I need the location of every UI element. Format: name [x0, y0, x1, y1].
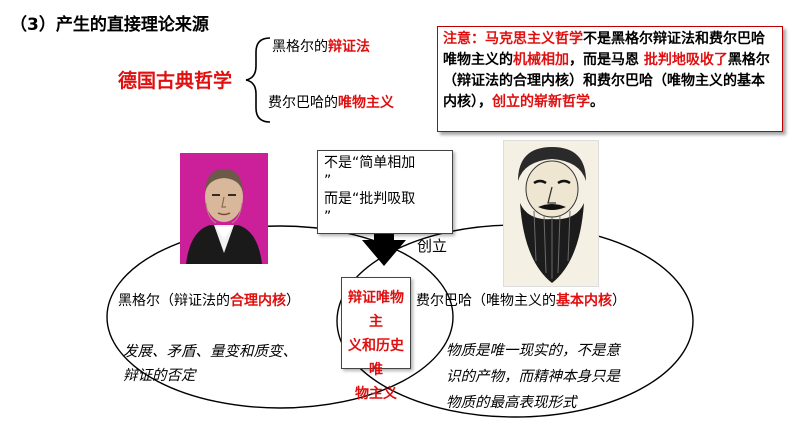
quote-box: 不是“简单相加 ” 而是“批判吸取 ”	[317, 150, 453, 234]
branch-hegel-prefix: 黑格尔的	[272, 39, 328, 55]
note-highlight-3: 创立的崭新哲学	[492, 94, 590, 110]
feuerbach-label-highlight: 基本内核	[556, 293, 612, 309]
note-lead: 注意：马克思主义哲学	[443, 31, 583, 47]
quote-line-1: 不是“简单相加	[324, 155, 416, 171]
center-line-2: 义和历史唯	[348, 338, 404, 378]
hegel-label-suffix: ）	[286, 293, 300, 309]
feuerbach-label: 费尔巴哈（唯物主义的基本内核）	[416, 290, 626, 310]
feuerbach-label-prefix: 费尔巴哈（唯物主义的	[416, 293, 556, 309]
down-arrow-icon	[362, 222, 406, 266]
section-title: （3）产生的直接理论来源	[10, 15, 209, 35]
branch-feuerbach-prefix: 费尔巴哈的	[268, 95, 338, 111]
brace	[245, 37, 271, 123]
center-line-1: 辩证唯物主	[348, 290, 404, 330]
hegel-label: 黑格尔（辩证法的合理内核）	[118, 290, 300, 310]
quote-line-3: 而是“批判吸取	[324, 191, 416, 207]
hegel-label-highlight: 合理内核	[230, 293, 286, 309]
hegel-portrait	[180, 153, 268, 264]
root-label: 德国古典哲学	[118, 70, 233, 92]
note-text-4: 。	[590, 94, 604, 110]
hegel-description: 发展、矛盾、量变和质变、 辩证的否定	[123, 340, 338, 388]
note-highlight-1: 机械相加	[513, 52, 569, 68]
note-highlight-2: 批判地吸收了	[643, 52, 728, 68]
quote-line-2: ”	[324, 173, 332, 189]
note-text-1: 不是黑格尔辩证法和费尔巴哈唯物主义的	[443, 31, 765, 68]
note-text-2: ，而是马恩	[569, 52, 644, 68]
feuerbach-desc-line-1: 物质是唯一现实的，不是意	[446, 343, 620, 359]
feuerbach-desc-line-2: 识的产物，而精神本身只是	[446, 369, 620, 385]
branch-feuerbach-highlight: 唯物主义	[338, 95, 394, 111]
branch-hegel-highlight: 辩证法	[328, 39, 370, 55]
feuerbach-portrait	[503, 140, 599, 287]
branch-hegel: 黑格尔的辩证法	[272, 36, 370, 56]
hegel-desc-line-1: 发展、矛盾、量变和质变、	[123, 344, 297, 360]
note-box: 注意：马克思主义哲学不是黑格尔辩证法和费尔巴哈唯物主义的机械相加，而是马恩 批判…	[437, 26, 783, 132]
quote-line-4: ”	[324, 209, 332, 225]
center-line-3: 物主义	[355, 386, 397, 402]
center-box: 辩证唯物主 义和历史唯 物主义	[341, 277, 411, 402]
hegel-desc-line-2: 辩证的否定	[123, 368, 196, 384]
create-label: 创立	[417, 237, 448, 255]
hegel-label-prefix: 黑格尔（辩证法的	[118, 293, 230, 309]
feuerbach-description: 物质是唯一现实的，不是意 识的产物，而精神本身只是 物质的最高表现形式	[446, 338, 676, 416]
feuerbach-label-suffix: ）	[612, 293, 626, 309]
hegel-ellipse	[106, 225, 454, 409]
branch-feuerbach: 费尔巴哈的唯物主义	[268, 92, 394, 112]
feuerbach-desc-line-3: 物质的最高表现形式	[446, 395, 577, 411]
note-text-3: 黑格尔（辩证法的合理内核）和费尔巴哈（唯物主义的基本内核），	[443, 52, 770, 110]
